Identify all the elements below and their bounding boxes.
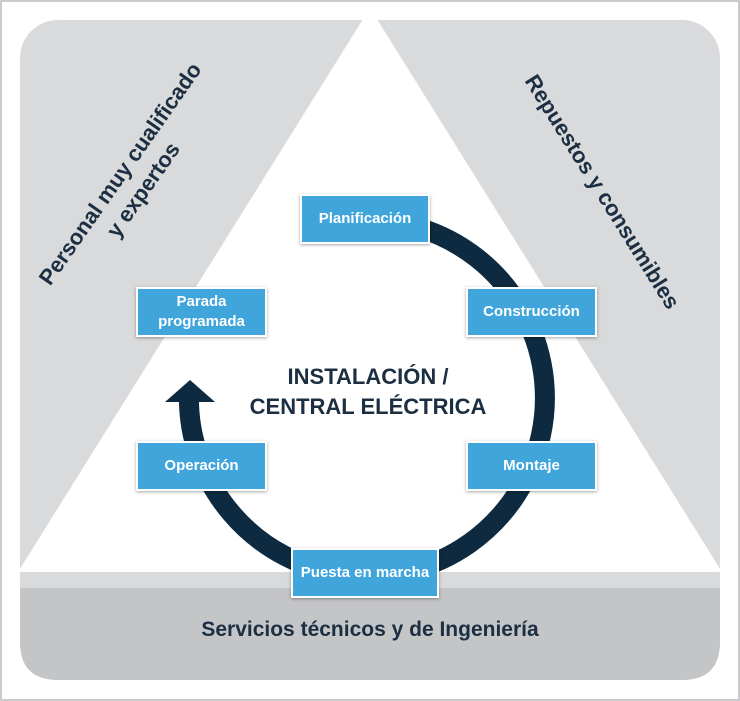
- center-title-line1: INSTALACIÓN /: [287, 364, 449, 389]
- center-title: INSTALACIÓN / CENTRAL ELÉCTRICA: [218, 362, 518, 422]
- step-construccion: Construcción: [466, 287, 597, 337]
- step-parada-programada: Parada programada: [136, 287, 267, 337]
- center-title-line2: CENTRAL ELÉCTRICA: [249, 394, 487, 419]
- step-operacion: Operación: [136, 441, 267, 491]
- cycle-arrow-head: [165, 380, 215, 402]
- step-puesta-en-marcha: Puesta en marcha: [291, 548, 439, 598]
- step-montaje: Montaje: [466, 441, 597, 491]
- step-planificacion: Planificación: [300, 194, 430, 244]
- parada-line2: programada: [158, 313, 245, 330]
- parada-line1: Parada: [176, 293, 227, 310]
- bottom-band: [20, 588, 720, 680]
- bottom-label: Servicios técnicos y de Ingeniería: [201, 618, 539, 641]
